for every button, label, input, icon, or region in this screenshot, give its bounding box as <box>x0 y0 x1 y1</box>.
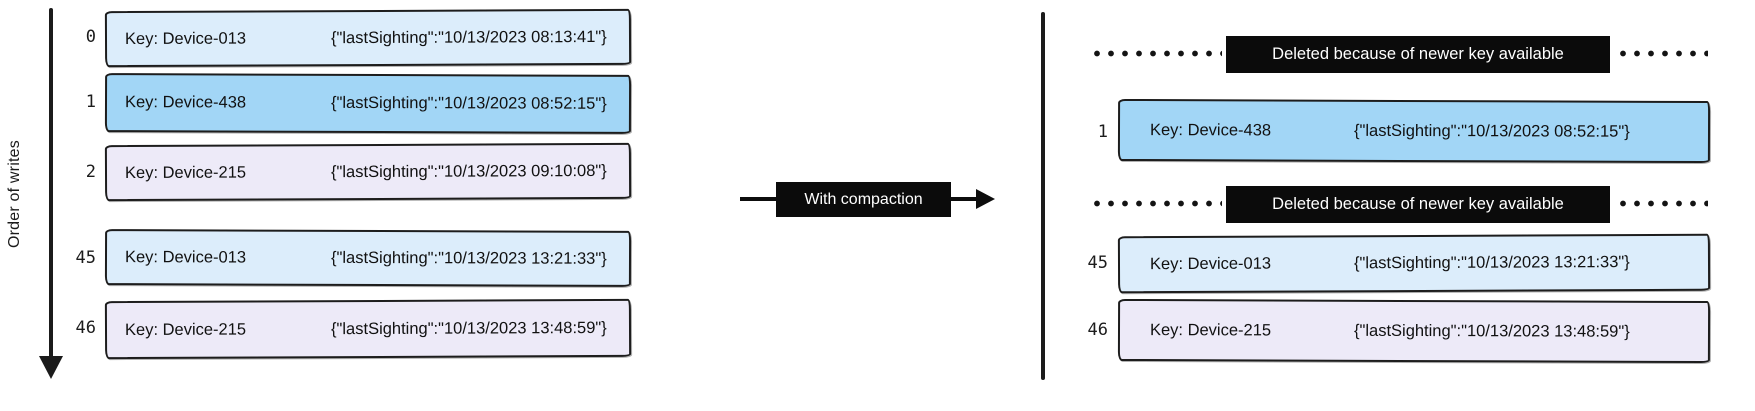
record-key: Key: Device-438 <box>1149 120 1272 140</box>
arrow-down-head-icon <box>39 356 63 379</box>
left-row-index-46: 46 <box>75 318 96 338</box>
with-compaction-label: With compaction <box>776 182 951 217</box>
record-left-45: Key: Device-013 {"lastSighting":"10/13/2… <box>104 229 632 287</box>
record-right-45: Key: Device-013 {"lastSighting":"10/13/2… <box>1117 233 1711 294</box>
record-value: {"lastSighting":"10/13/2023 09:10:08"} <box>330 161 607 181</box>
left-row-index-0: 0 <box>85 27 96 47</box>
arrow-right-head-icon <box>976 189 995 209</box>
record-value: {"lastSighting":"10/13/2023 13:48:59"} <box>330 318 607 338</box>
record-value: {"lastSighting":"10/13/2023 08:52:15"} <box>1353 121 1630 141</box>
record-value: {"lastSighting":"10/13/2023 08:52:15"} <box>330 93 607 113</box>
record-key: Key: Device-215 <box>124 163 247 182</box>
left-row-index-2: 2 <box>85 162 96 182</box>
record-value: {"lastSighting":"10/13/2023 08:13:41"} <box>330 27 607 47</box>
right-axis-line <box>1041 12 1045 380</box>
record-right-1: Key: Device-438 {"lastSighting":"10/13/2… <box>1117 98 1711 164</box>
record-key: Key: Device-013 <box>1149 254 1272 274</box>
record-value: {"lastSighting":"10/13/2023 13:21:33"} <box>330 248 607 268</box>
left-row-index-1: 1 <box>85 92 96 112</box>
record-left-46: Key: Device-215 {"lastSighting":"10/13/2… <box>104 298 632 360</box>
record-left-2: Key: Device-215 {"lastSighting":"10/13/2… <box>104 142 632 202</box>
deleted-record-label-2: Deleted because of newer key available <box>1226 186 1610 223</box>
deleted-record-label-1: Deleted because of newer key available <box>1226 36 1610 73</box>
record-key: Key: Device-215 <box>1149 320 1272 340</box>
record-key: Key: Device-013 <box>124 29 247 48</box>
order-of-writes-axis-label: Order of writes <box>6 140 23 249</box>
dotted-line <box>1090 50 1222 57</box>
dotted-line <box>1616 50 1708 57</box>
compaction-arrow-line-right <box>951 197 978 201</box>
compaction-arrow-line-left <box>740 197 778 201</box>
record-value: {"lastSighting":"10/13/2023 13:21:33"} <box>1353 253 1630 273</box>
order-of-writes-arrow-line <box>49 8 53 358</box>
dotted-line <box>1616 200 1708 207</box>
record-key: Key: Device-438 <box>124 93 247 112</box>
record-key: Key: Device-013 <box>124 247 247 267</box>
record-left-1: Key: Device-438 {"lastSighting":"10/13/2… <box>104 73 632 134</box>
record-value: {"lastSighting":"10/13/2023 13:48:59"} <box>1353 321 1630 341</box>
left-row-index-45: 45 <box>75 248 96 268</box>
dotted-line <box>1090 200 1222 207</box>
record-key: Key: Device-215 <box>124 320 247 339</box>
record-left-0: Key: Device-013 {"lastSighting":"10/13/2… <box>104 8 632 68</box>
right-row-index-46: 46 <box>1087 320 1108 340</box>
right-row-index-45: 45 <box>1087 253 1108 273</box>
right-row-index-1: 1 <box>1097 122 1108 142</box>
record-right-46: Key: Device-215 {"lastSighting":"10/13/2… <box>1117 298 1711 364</box>
